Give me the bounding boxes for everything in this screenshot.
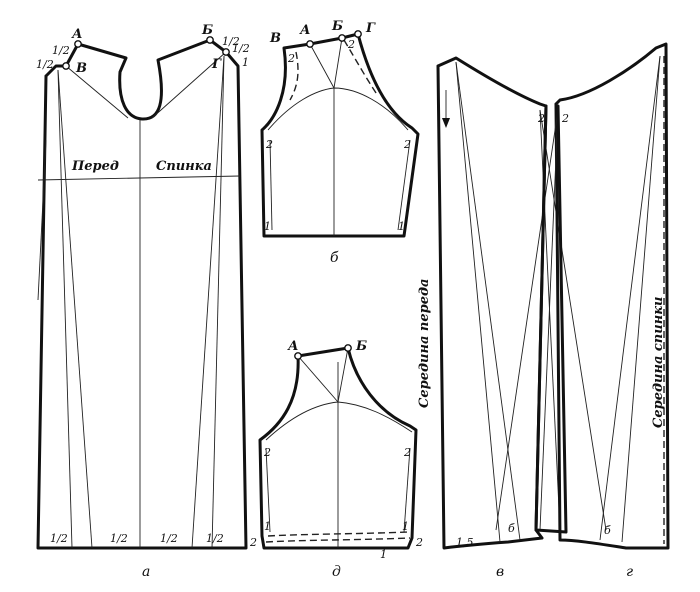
figure-a-back-neck-line <box>151 51 227 119</box>
figure-g-guide-1 <box>539 109 559 531</box>
caption-a: а <box>142 564 150 580</box>
front-center-label: Середина переда <box>417 279 432 408</box>
figure-b-outline <box>260 32 420 238</box>
figure-a-chest-line <box>37 175 241 181</box>
mark-1: 1 <box>402 520 409 533</box>
figure-a-back-guide-2 <box>211 55 225 549</box>
mark-1: 1 <box>264 220 271 233</box>
half-mark: 1/2 <box>50 532 68 545</box>
point-a <box>306 40 314 48</box>
back-label: Спинка <box>156 159 212 174</box>
mark-1: 1 <box>398 220 405 233</box>
figure-g-outline <box>554 42 670 550</box>
figure-d-inner-right <box>403 447 411 533</box>
figure-b-line-a <box>309 43 335 89</box>
figure-d-inner-left <box>265 447 271 533</box>
figure-d-hem-dash-2 <box>265 537 411 543</box>
figure-a: А В Б Г 1/2 1/2 1/2 1/2 1 Перед Спинка 1… <box>36 23 250 580</box>
figure-b-dash-right <box>343 39 379 97</box>
point-g <box>354 30 362 38</box>
point-v <box>62 62 70 70</box>
label-b: Б <box>355 339 367 354</box>
figure-d-line-a <box>297 355 339 403</box>
figure-d-hem-dash-1 <box>267 531 409 537</box>
point-b <box>338 34 346 42</box>
half-mark: 1/2 <box>232 42 250 55</box>
figure-a-outline <box>36 38 248 550</box>
figure-v-cross-line <box>539 109 607 531</box>
mark-b: б <box>508 522 515 535</box>
caption-d: д <box>332 564 341 580</box>
figure-a-side-line <box>37 139 47 301</box>
mark-2: 2 <box>265 138 273 151</box>
figure-d: А Б 2 2 1 1 2 2 1 д <box>249 339 423 580</box>
point-b <box>344 344 352 352</box>
back-center-label: Середина спинки <box>651 297 666 428</box>
figure-d-outline <box>258 346 418 550</box>
caption-b: б <box>330 250 339 266</box>
mark-2: 2 <box>347 38 355 51</box>
mark-2: 2 <box>263 446 271 459</box>
half-mark: 1/2 <box>36 58 54 71</box>
mark-b: б <box>604 524 611 537</box>
label-a: А <box>71 27 83 42</box>
caption-g: г <box>626 564 633 580</box>
figure-v-guide-2 <box>455 61 501 543</box>
figure-b: В А Б Г 2 2 2 2 1 1 б <box>260 19 420 266</box>
label-a: А <box>287 339 299 354</box>
figure-v-guide-1 <box>455 61 521 541</box>
arrow-down-icon <box>442 118 450 128</box>
figure-b-dash-left <box>289 51 299 101</box>
mark-2: 2 <box>249 536 257 549</box>
one-mark: 1 <box>242 56 249 69</box>
figure-g-guide-2 <box>599 55 661 541</box>
mark-2: 2 <box>287 52 295 65</box>
figure-g: 2 б Середина спинки г <box>495 42 670 580</box>
figure-a-front-guide-1 <box>57 69 93 549</box>
figure-g-guide-3 <box>621 55 661 543</box>
figure-v: 1,5 2 б Середина переда в <box>417 56 607 580</box>
half-mark: 1/2 <box>52 44 70 57</box>
label-b: Б <box>201 23 213 38</box>
half-mark: 1/2 <box>222 35 240 48</box>
point-a <box>294 352 302 360</box>
label-g: Г <box>211 57 222 72</box>
point-b <box>206 36 214 44</box>
label-g: Г <box>365 21 376 36</box>
mark-2: 2 <box>561 112 569 125</box>
figure-a-front-neck-line <box>65 65 129 119</box>
figure-g-center-strip <box>534 104 568 534</box>
half-mark: 1/2 <box>110 532 128 545</box>
figure-a-front-guide-2 <box>57 69 73 549</box>
label-v: В <box>75 61 87 76</box>
figure-b-cap-curve <box>267 87 409 131</box>
point-g <box>222 48 230 56</box>
front-label: Перед <box>71 159 119 174</box>
half-mark: 1/2 <box>160 532 178 545</box>
figure-b-inner-left <box>269 139 273 231</box>
label-v: В <box>269 31 281 46</box>
mark-1: 1 <box>380 548 387 561</box>
mark-1-5: 1,5 <box>456 536 474 549</box>
mark-1: 1 <box>264 520 271 533</box>
figure-d-line-b <box>337 347 349 403</box>
half-mark: 1/2 <box>206 532 224 545</box>
mark-2: 2 <box>415 536 423 549</box>
mark-2: 2 <box>403 446 411 459</box>
figure-b-inner-right <box>397 139 411 231</box>
caption-v: в <box>496 564 504 580</box>
label-a: А <box>299 23 311 38</box>
mark-2: 2 <box>537 112 545 125</box>
figure-b-line-b <box>333 37 343 89</box>
mark-2: 2 <box>403 138 411 151</box>
figure-a-back-guide-1 <box>191 55 225 549</box>
point-a <box>74 40 82 48</box>
label-b: Б <box>331 19 343 34</box>
figure-g-cross-line <box>495 109 559 531</box>
